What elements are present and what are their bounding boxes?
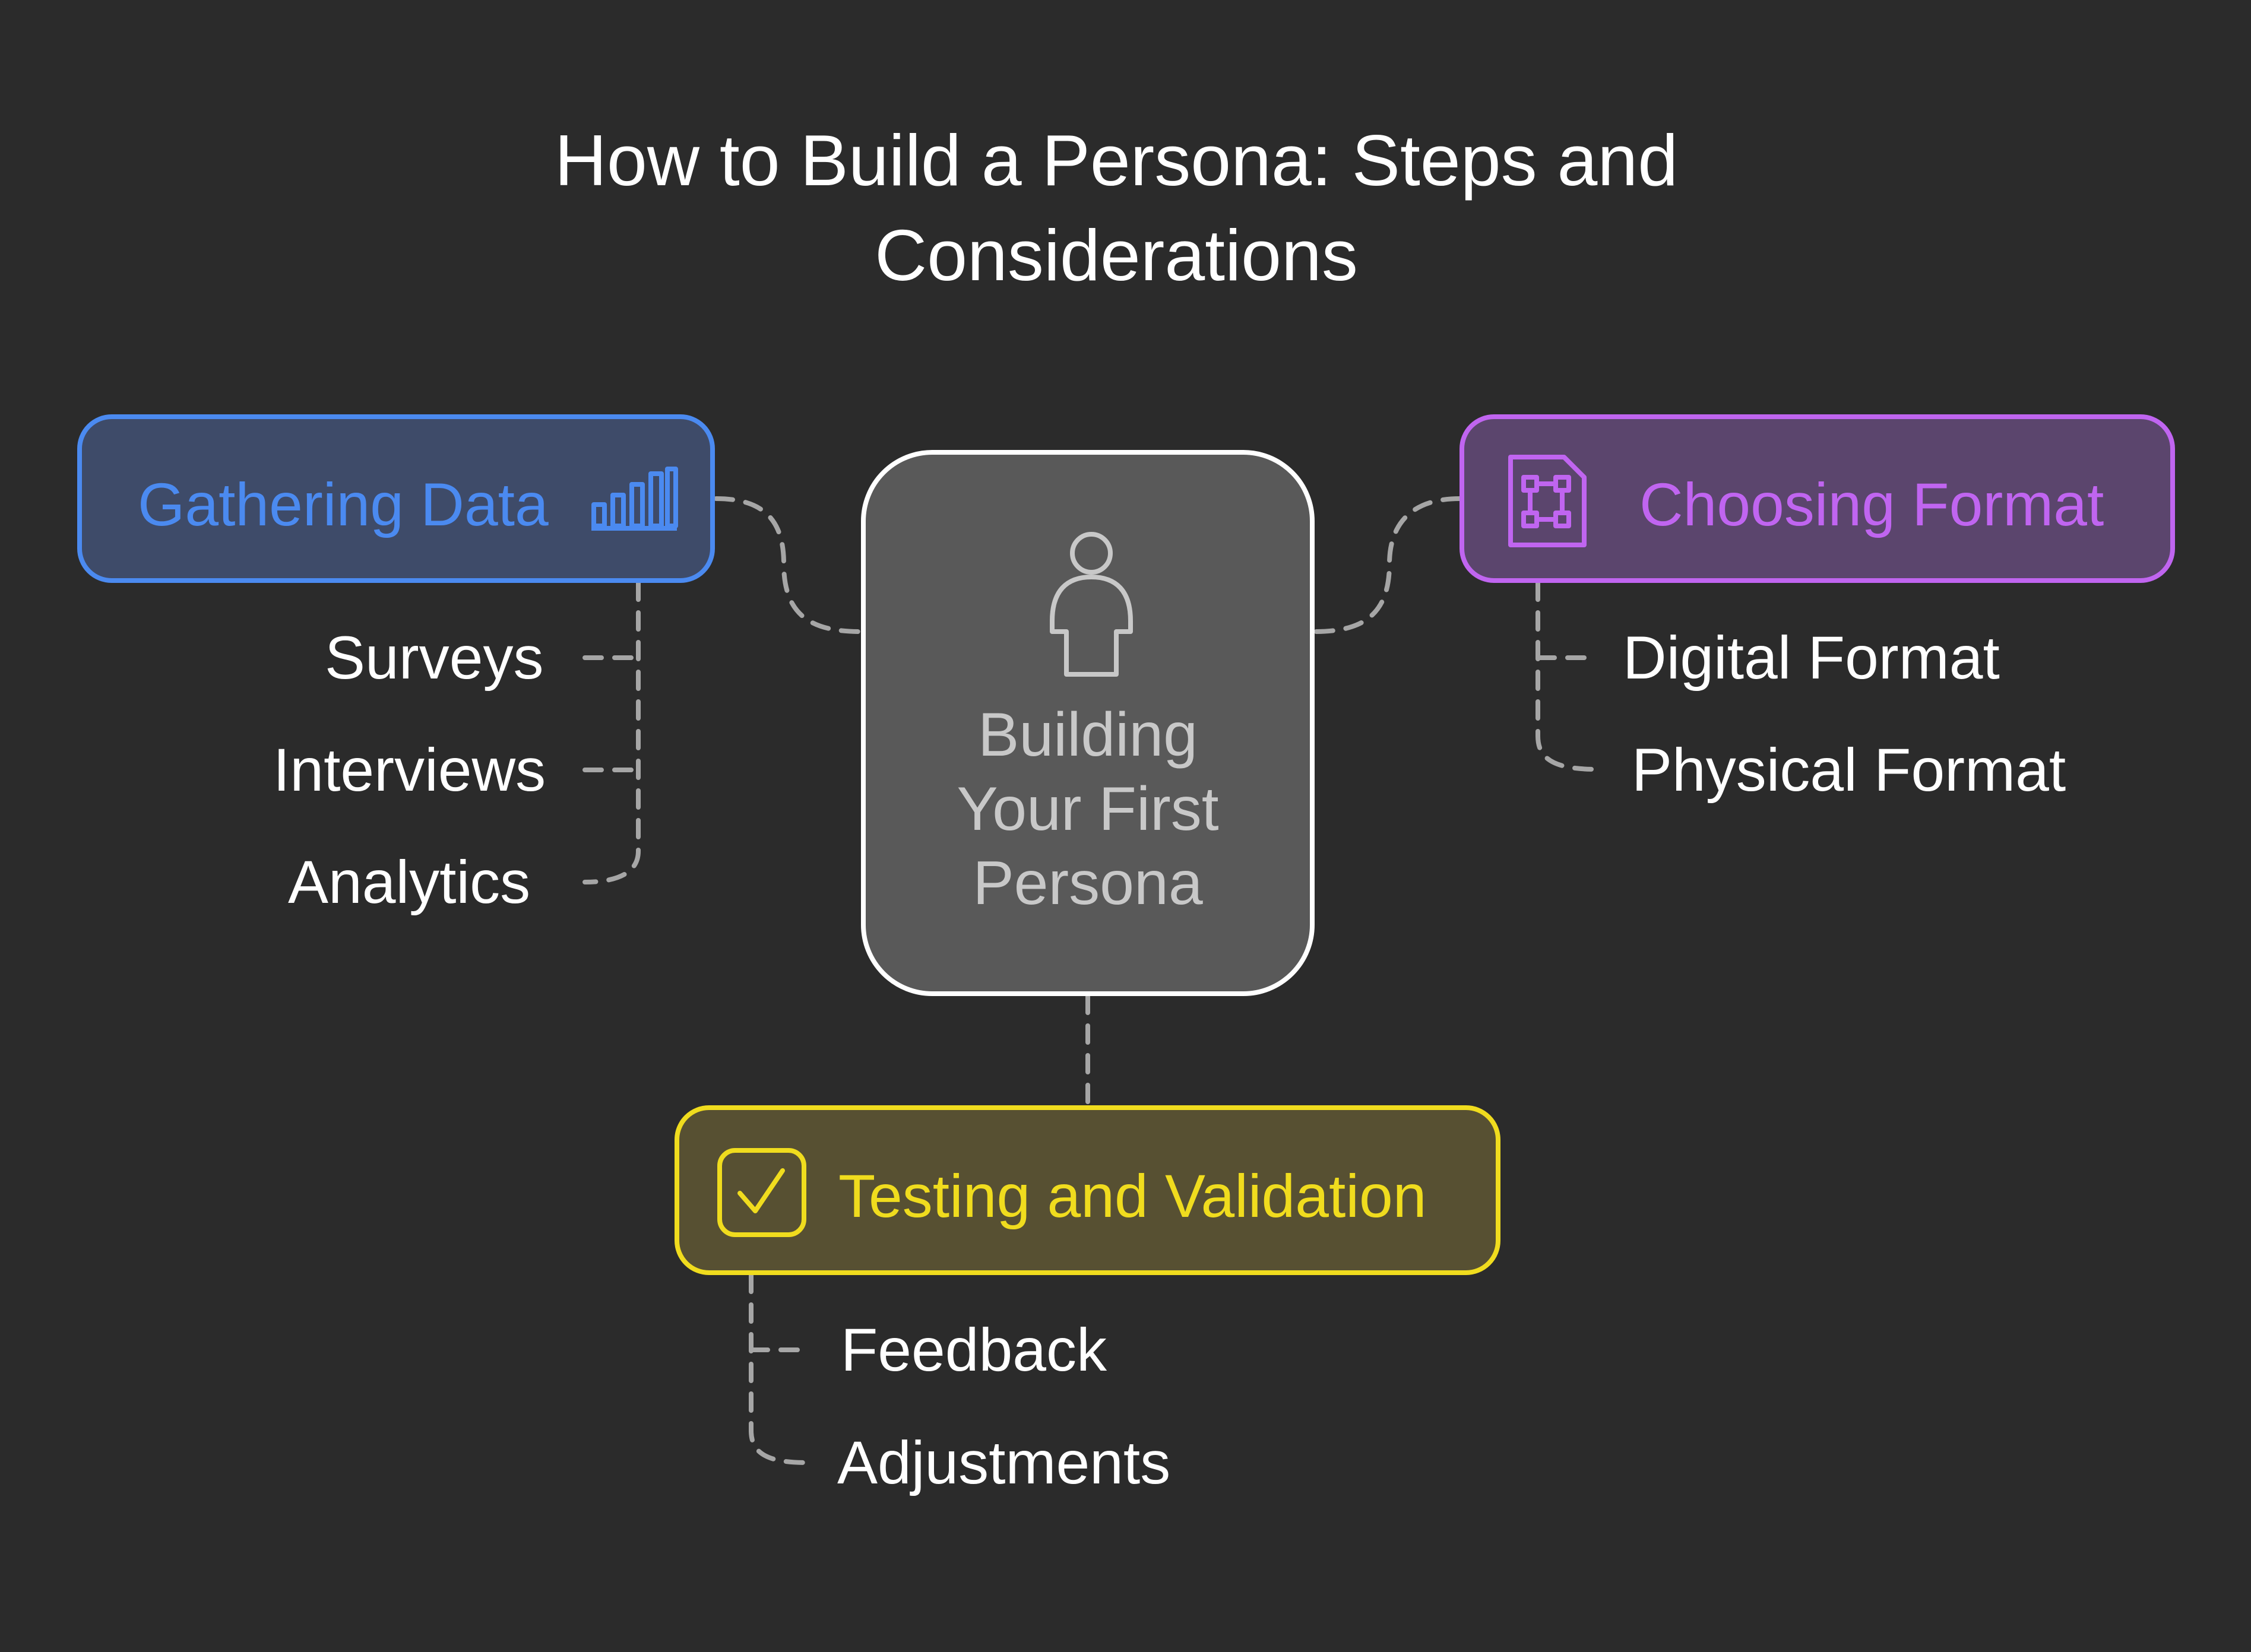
- connector-testing-items: [749, 1273, 810, 1465]
- center-label-line-3: Persona: [973, 849, 1203, 918]
- gathering-data-label: Gathering Data: [138, 471, 549, 538]
- choosing-format-label: Choosing Format: [1639, 471, 2104, 538]
- connector-gathering-center: [714, 496, 863, 634]
- gathering-data-node: Gathering Data: [77, 414, 715, 583]
- item-analytics: Analytics: [288, 848, 531, 916]
- center-label-line-2: Your First: [957, 775, 1219, 844]
- title-line-2: Considerations: [875, 215, 1358, 296]
- building-persona-label: Building Your First Persona: [866, 698, 1310, 921]
- testing-validation-label: Testing and Validation: [838, 1162, 1427, 1230]
- item-interviews: Interviews: [273, 736, 546, 804]
- connector-gathering-items: [582, 581, 641, 884]
- building-persona-node: Building Your First Persona: [861, 450, 1315, 996]
- connector-format-center: [1312, 496, 1462, 634]
- testing-validation-node: Testing and Validation: [675, 1105, 1500, 1275]
- item-adjustments: Adjustments: [837, 1429, 1171, 1496]
- item-surveys: Surveys: [325, 624, 544, 692]
- title-line-1: How to Build a Persona: Steps and: [554, 120, 1679, 201]
- checkbox-icon: [717, 1148, 806, 1237]
- connector-format-items: [1536, 581, 1600, 772]
- item-digital-format: Digital Format: [1623, 624, 2000, 692]
- item-feedback: Feedback: [841, 1316, 1107, 1384]
- person-icon: [1050, 532, 1133, 677]
- bar-chart-icon: [591, 467, 678, 531]
- choosing-format-node: Choosing Format: [1459, 414, 2175, 583]
- item-physical-format: Physical Format: [1632, 736, 2066, 804]
- file-frame-icon: [1508, 455, 1587, 547]
- center-label-line-1: Building: [977, 700, 1198, 769]
- page-title: How to Build a Persona: Steps and Consid…: [416, 113, 1817, 303]
